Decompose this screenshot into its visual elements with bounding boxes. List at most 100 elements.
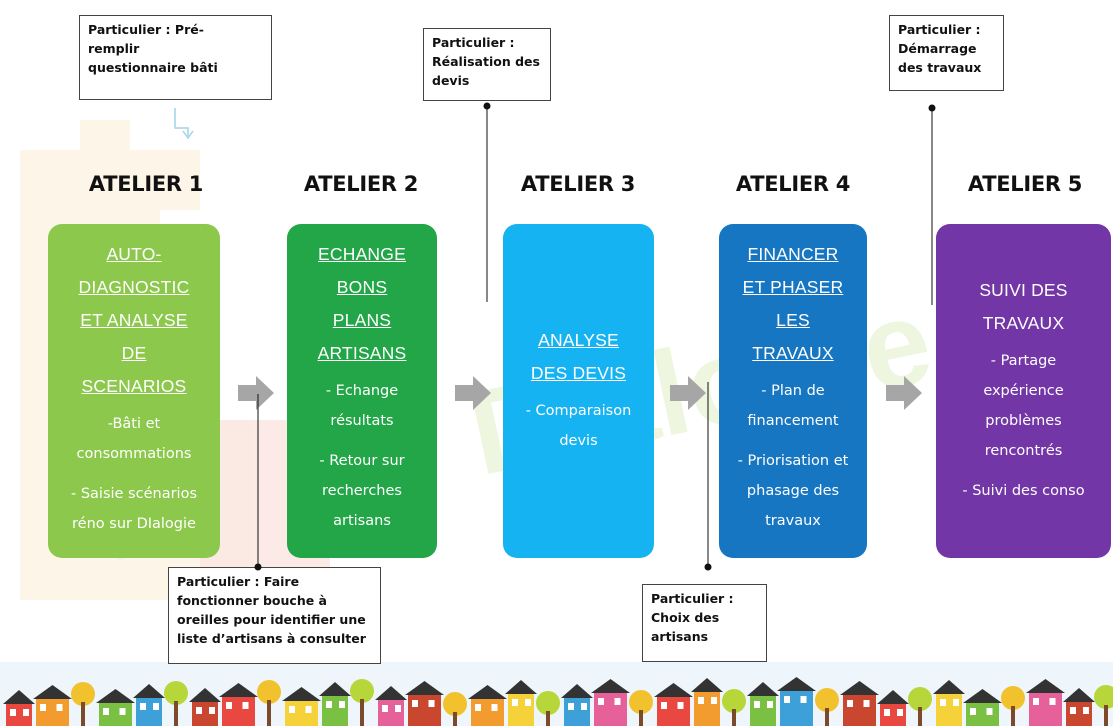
house-icon: [1029, 693, 1062, 726]
house-window: [767, 701, 773, 708]
house-roof: [219, 683, 258, 697]
house-roof: [505, 680, 537, 694]
atelier-4-bullet: - Plan de financement: [747, 383, 839, 429]
house-roof: [96, 689, 135, 703]
house-roof: [133, 684, 165, 698]
house-window: [711, 697, 717, 704]
atelier-4-heading-line: LES: [776, 310, 810, 330]
house-window: [412, 700, 418, 707]
atelier-1-heading-line: DIAGNOSTIC: [78, 277, 190, 297]
atelier-5-bullet: - Partage expérience problèmes rencontré…: [983, 353, 1064, 459]
tree-trunk: [1011, 706, 1015, 726]
house-window: [226, 702, 232, 709]
tree-icon: [536, 691, 560, 715]
tree-trunk: [81, 702, 85, 726]
house-roof: [963, 689, 1002, 703]
house-icon: [285, 701, 318, 726]
house-roof: [33, 685, 72, 699]
house-window: [428, 700, 435, 707]
atelier-3-title: ATELIER 3: [520, 172, 636, 196]
note-choice: Particulier : Choix des artisans: [642, 584, 767, 662]
house-window: [305, 706, 312, 713]
flow-arrow-icon: [455, 376, 491, 410]
atelier-2-bullet: - Retour sur recherches artisans: [319, 453, 405, 529]
house-window: [196, 707, 202, 714]
tree-icon: [629, 690, 653, 714]
tree-trunk: [1104, 705, 1108, 726]
house-window: [209, 707, 215, 714]
atelier-1-bullet: - Saisie scénarios réno sur DIalogie: [70, 486, 197, 532]
house-roof: [1063, 688, 1095, 702]
house-window: [10, 709, 16, 716]
atelier-4-bullet: - Priorisation et phasage des travaux: [737, 453, 849, 529]
flow-arrow-icon: [238, 376, 274, 410]
house-window: [326, 701, 332, 708]
atelier-4-title: ATELIER 4: [735, 172, 851, 196]
tree-trunk: [825, 708, 829, 726]
house-window: [568, 703, 574, 710]
house-roof: [1026, 679, 1065, 693]
house-icon: [378, 700, 404, 726]
house-window: [953, 699, 959, 706]
atelier-5-title: ATELIER 5: [967, 172, 1083, 196]
house-window: [119, 708, 126, 715]
house-icon: [843, 695, 876, 726]
house-window: [970, 708, 976, 715]
tree-trunk: [918, 707, 922, 726]
house-window: [800, 696, 807, 703]
house-window: [1049, 698, 1056, 705]
tree-trunk: [546, 711, 550, 726]
house-roof: [319, 682, 351, 696]
tree-icon: [1001, 686, 1025, 710]
atelier-3-bullet: - Comparaison devis: [525, 403, 632, 449]
atelier-2-title: ATELIER 2: [303, 172, 419, 196]
atelier-2-bullet: - Echange résultats: [325, 383, 399, 429]
house-icon: [322, 696, 348, 726]
house-window: [140, 703, 146, 710]
house-window: [242, 702, 249, 709]
atelier-2-heading-line: BONS: [336, 277, 388, 297]
flow-arrow-icon: [670, 376, 706, 410]
house-icon: [750, 696, 776, 726]
tree-icon: [350, 679, 374, 703]
house-window: [339, 701, 345, 708]
tree-icon: [1094, 685, 1113, 709]
house-icon: [136, 698, 162, 726]
atelier-1-bullet: -Bâti et consommations: [76, 416, 192, 462]
house-window: [23, 709, 29, 716]
atelier-4-heading-line: FINANCER: [747, 244, 839, 264]
house-window: [289, 706, 295, 713]
house-icon: [594, 693, 627, 726]
house-icon: [564, 698, 590, 726]
house-window: [784, 696, 790, 703]
atelier-2-heading-line: ECHANGE: [318, 244, 406, 264]
note-works-start: Particulier : Démarrage des travaux: [889, 15, 1004, 91]
house-window: [677, 702, 684, 709]
note-prefill: Particulier : Pré-remplir questionnaire …: [79, 15, 272, 100]
house-window: [475, 704, 481, 711]
house-icon: [36, 699, 69, 726]
tree-trunk: [267, 700, 271, 726]
atelier-2-heading-line: ARTISANS: [317, 343, 407, 363]
house-window: [512, 699, 518, 706]
atelier-5-bullet: - Suivi des conso: [962, 483, 1085, 499]
atelier-3-heading-line: DES DEVIS: [530, 363, 627, 383]
house-window: [598, 698, 604, 705]
house-roof: [189, 688, 221, 702]
tree-trunk: [732, 709, 736, 726]
atelier-1-heading-line: ET ANALYSE: [80, 310, 188, 330]
house-window: [40, 704, 46, 711]
tree-icon: [257, 680, 281, 704]
house-icon: [508, 694, 534, 726]
atelier-5-heading-line: SUIVI DES: [979, 280, 1068, 300]
atelier-4-heading-line: TRAVAUX: [752, 343, 834, 363]
house-roof: [468, 685, 507, 699]
tree-icon: [443, 692, 467, 716]
note-quotes: Particulier : Réalisation des devis: [423, 28, 551, 101]
atelier-3-heading-line: ANALYSE: [538, 330, 619, 350]
house-window: [56, 704, 63, 711]
tree-trunk: [453, 712, 457, 726]
atelier-1-heading-line: AUTO-: [106, 244, 162, 264]
tree-trunk: [639, 710, 643, 726]
atelier-1-heading-line: SCENARIOS: [81, 376, 187, 396]
